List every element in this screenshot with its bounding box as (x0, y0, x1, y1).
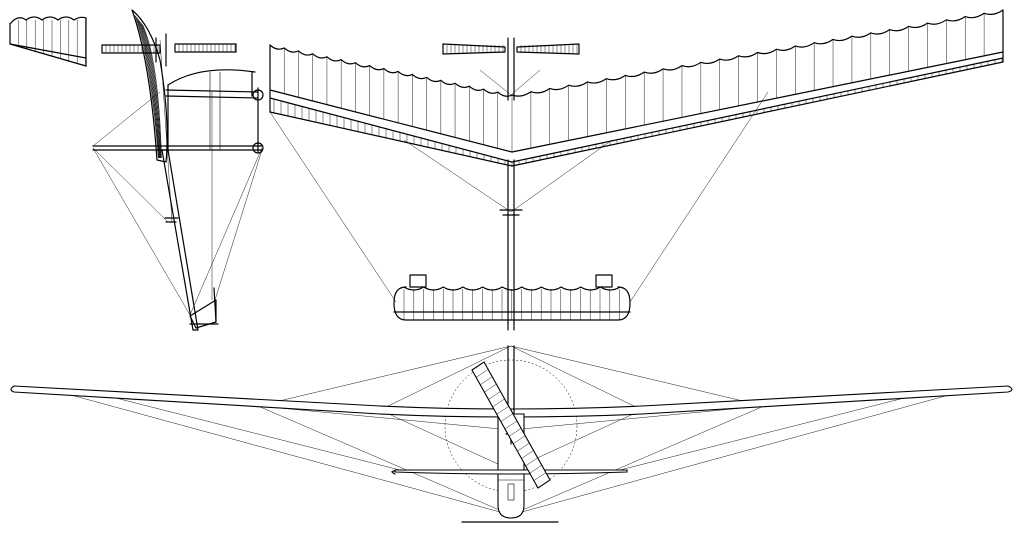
wingtip-fragment (9, 16, 87, 67)
front-lower-surface (393, 274, 631, 321)
front-fuselage (499, 159, 523, 331)
side-landing-gear (161, 149, 219, 331)
front-tailplane (442, 37, 580, 101)
front-rigging (269, 69, 769, 303)
top-diagonal-panel (471, 361, 551, 489)
side-wing (131, 9, 168, 163)
top-arc-circle (444, 359, 578, 493)
side-frame (92, 69, 264, 154)
side-view (92, 9, 264, 331)
top-view (10, 345, 1013, 523)
top-rigging (59, 345, 961, 516)
side-rigging (92, 39, 263, 316)
top-tailplane (391, 469, 628, 475)
side-tailplane (101, 33, 237, 67)
front-view (269, 9, 1004, 331)
front-wing (269, 9, 1004, 167)
